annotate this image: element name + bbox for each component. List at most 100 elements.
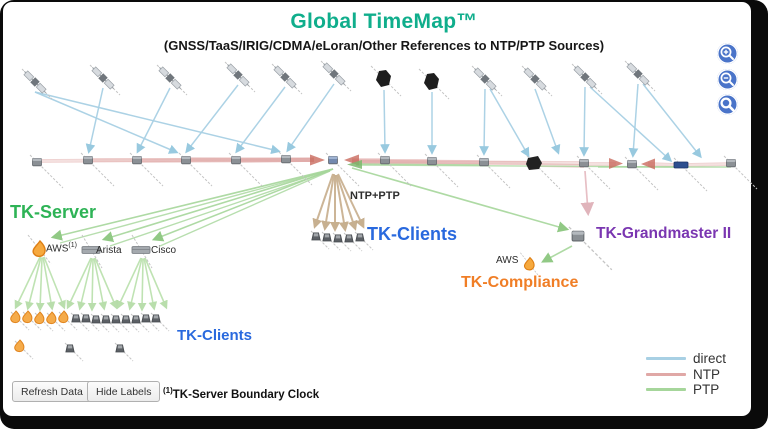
time-server-node[interactable] [178, 152, 213, 187]
ptp-client-link [25, 256, 42, 311]
arista-switch-node[interactable] [81, 234, 103, 269]
satellite-icon[interactable] [89, 64, 121, 96]
aws-client-node[interactable] [46, 311, 66, 332]
ptp-link [159, 170, 331, 247]
ntp-link [351, 162, 585, 165]
ntp-ptp-label: NTP+PTP [350, 190, 400, 202]
radio-source-icon[interactable] [370, 65, 402, 97]
node-label-mark [568, 226, 613, 271]
hub-node[interactable] [325, 152, 360, 187]
page-subtitle: (GNSS/TaaS/IRIG/CDMA/eLoran/Other Refere… [163, 38, 605, 53]
tk-compliance-label: TK-Compliance [461, 274, 579, 291]
client-node[interactable] [332, 232, 352, 252]
ntp-ptp-client-link [335, 174, 349, 232]
direct-link [34, 91, 281, 155]
ntp-link [351, 161, 485, 164]
client-node[interactable] [100, 313, 120, 333]
node-label-mark [81, 234, 103, 269]
cisco-switch-node[interactable] [131, 234, 153, 269]
direct-link [579, 86, 589, 157]
direct-link [34, 91, 179, 154]
node-label-mark [228, 152, 263, 187]
satellite-icon[interactable] [271, 63, 303, 95]
satellite-icon[interactable] [521, 65, 553, 97]
ptp-client-link [87, 258, 97, 312]
satellite-icon[interactable] [571, 63, 603, 95]
client-node[interactable] [80, 312, 100, 332]
time-server-node[interactable] [228, 152, 263, 187]
client-node[interactable] [120, 313, 140, 333]
direct-link [380, 89, 390, 154]
direct-link [534, 88, 561, 155]
time-server-node[interactable] [278, 151, 313, 186]
direct-link [628, 83, 639, 158]
time-server-node[interactable] [80, 152, 115, 187]
legend: direct NTP PTP [646, 351, 726, 398]
time-server-node[interactable] [476, 154, 511, 189]
client-node[interactable] [130, 313, 150, 333]
satellite-icon[interactable] [156, 64, 188, 96]
client-node[interactable] [343, 232, 363, 252]
client-node[interactable] [90, 313, 110, 333]
ntp-link [351, 160, 585, 163]
node-label-mark [325, 152, 360, 187]
time-server-node[interactable] [29, 154, 64, 189]
legend-label: direct [693, 351, 727, 367]
aws-client-node[interactable] [22, 310, 42, 331]
zoom-reset-icon [720, 97, 735, 112]
flow-arrowhead [641, 158, 655, 170]
time-server-node[interactable] [129, 152, 164, 187]
client-node[interactable] [110, 313, 130, 333]
time-server-node[interactable] [723, 155, 758, 190]
ntp-link [185, 158, 315, 161]
zoom-reset-button[interactable] [717, 94, 738, 115]
ptp-client-link [116, 257, 142, 310]
node-label-mark [673, 157, 708, 192]
time-server-node[interactable] [568, 226, 613, 271]
aws-compliance-node[interactable] [520, 252, 540, 277]
time-server-node[interactable] [673, 157, 708, 192]
ntp-ptp-client-link [337, 173, 365, 229]
ptp-link [59, 169, 331, 244]
ptp-link [541, 245, 573, 263]
ptp-client-link [144, 257, 168, 310]
node-label-mark [129, 152, 164, 187]
footnote-text: TK-Server Boundary Clock [172, 388, 320, 401]
radio-source-icon[interactable] [418, 68, 450, 100]
time-server-node[interactable] [526, 155, 561, 190]
aws-client-node[interactable] [14, 339, 34, 360]
satellite-icon[interactable] [320, 60, 352, 92]
time-server-node[interactable] [424, 153, 459, 188]
client-node[interactable] [114, 342, 134, 362]
flow-arrowhead [347, 160, 362, 169]
ptp-link [151, 168, 334, 242]
aws-boundary-label: AWS(1) [46, 242, 77, 254]
aws-client-node[interactable] [10, 310, 30, 331]
client-node[interactable] [354, 231, 374, 251]
client-node[interactable] [321, 231, 341, 251]
zoom-out-icon [720, 72, 734, 86]
client-node[interactable] [310, 230, 330, 250]
client-node[interactable] [70, 312, 90, 332]
hide-labels-button[interactable]: Hide Labels [87, 381, 161, 402]
time-server-node[interactable] [576, 155, 611, 190]
legend-item-ntp: NTP [646, 367, 726, 383]
aws-client-node[interactable] [58, 310, 78, 331]
client-node[interactable] [140, 312, 160, 332]
refresh-data-button[interactable]: Refresh Data [12, 381, 92, 402]
client-node[interactable] [64, 342, 84, 362]
satellite-icon[interactable] [224, 61, 256, 93]
footnote-ref: (1) [163, 386, 173, 395]
aws-client-node[interactable] [34, 311, 54, 332]
node-label-mark [80, 152, 115, 187]
satellite-icon[interactable] [21, 68, 53, 100]
zoom-in-button[interactable] [717, 43, 738, 64]
time-server-node[interactable] [624, 156, 659, 191]
node-label-mark [424, 153, 459, 188]
time-server-node[interactable] [377, 152, 412, 187]
satellite-icon[interactable] [624, 60, 656, 92]
zoom-out-button[interactable] [717, 68, 738, 90]
aws-boundary-node[interactable] [27, 234, 52, 265]
client-node[interactable] [150, 312, 170, 332]
satellite-icon[interactable] [471, 65, 503, 97]
